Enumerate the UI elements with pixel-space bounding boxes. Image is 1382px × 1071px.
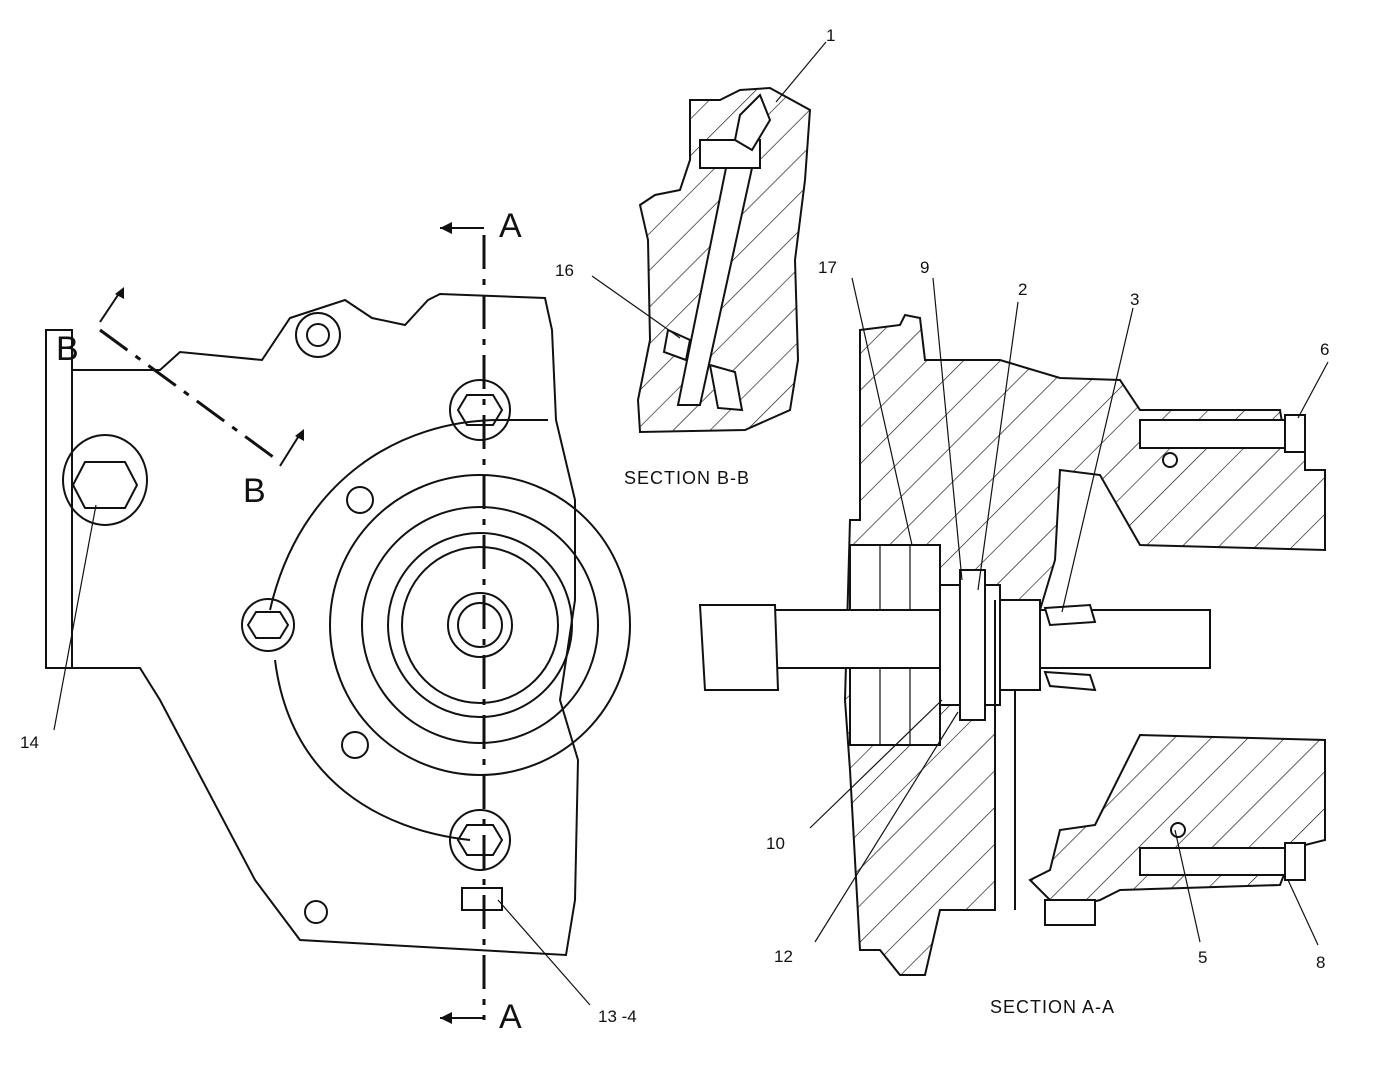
- callout-10: 10: [766, 834, 785, 853]
- section-marker-a-bottom: A: [499, 998, 522, 1036]
- section-marker-b-right: B: [243, 472, 266, 510]
- housing-front-view: [45, 222, 631, 1024]
- callout-6: 6: [1320, 340, 1330, 359]
- callout-13-4: 13 -4: [598, 1007, 637, 1026]
- callout-16: 16: [555, 261, 574, 280]
- section-marker-b-left: B: [56, 330, 79, 368]
- section-aa-view: [698, 277, 1329, 976]
- callout-17: 17: [818, 258, 837, 277]
- callout-12: 12: [774, 947, 793, 966]
- callout-9: 9: [920, 258, 930, 277]
- section-bb-view: [591, 41, 827, 434]
- caption-section-aa: SECTION A-A: [990, 997, 1116, 1017]
- callout-5: 5: [1198, 948, 1208, 967]
- caption-section-bb: SECTION B-B: [624, 468, 751, 488]
- callout-1: 1: [826, 26, 836, 45]
- callout-14: 14: [20, 733, 39, 752]
- callout-8: 8: [1316, 953, 1326, 972]
- callout-3: 3: [1130, 290, 1140, 309]
- callout-2: 2: [1018, 280, 1028, 299]
- section-marker-a-top: A: [499, 207, 522, 245]
